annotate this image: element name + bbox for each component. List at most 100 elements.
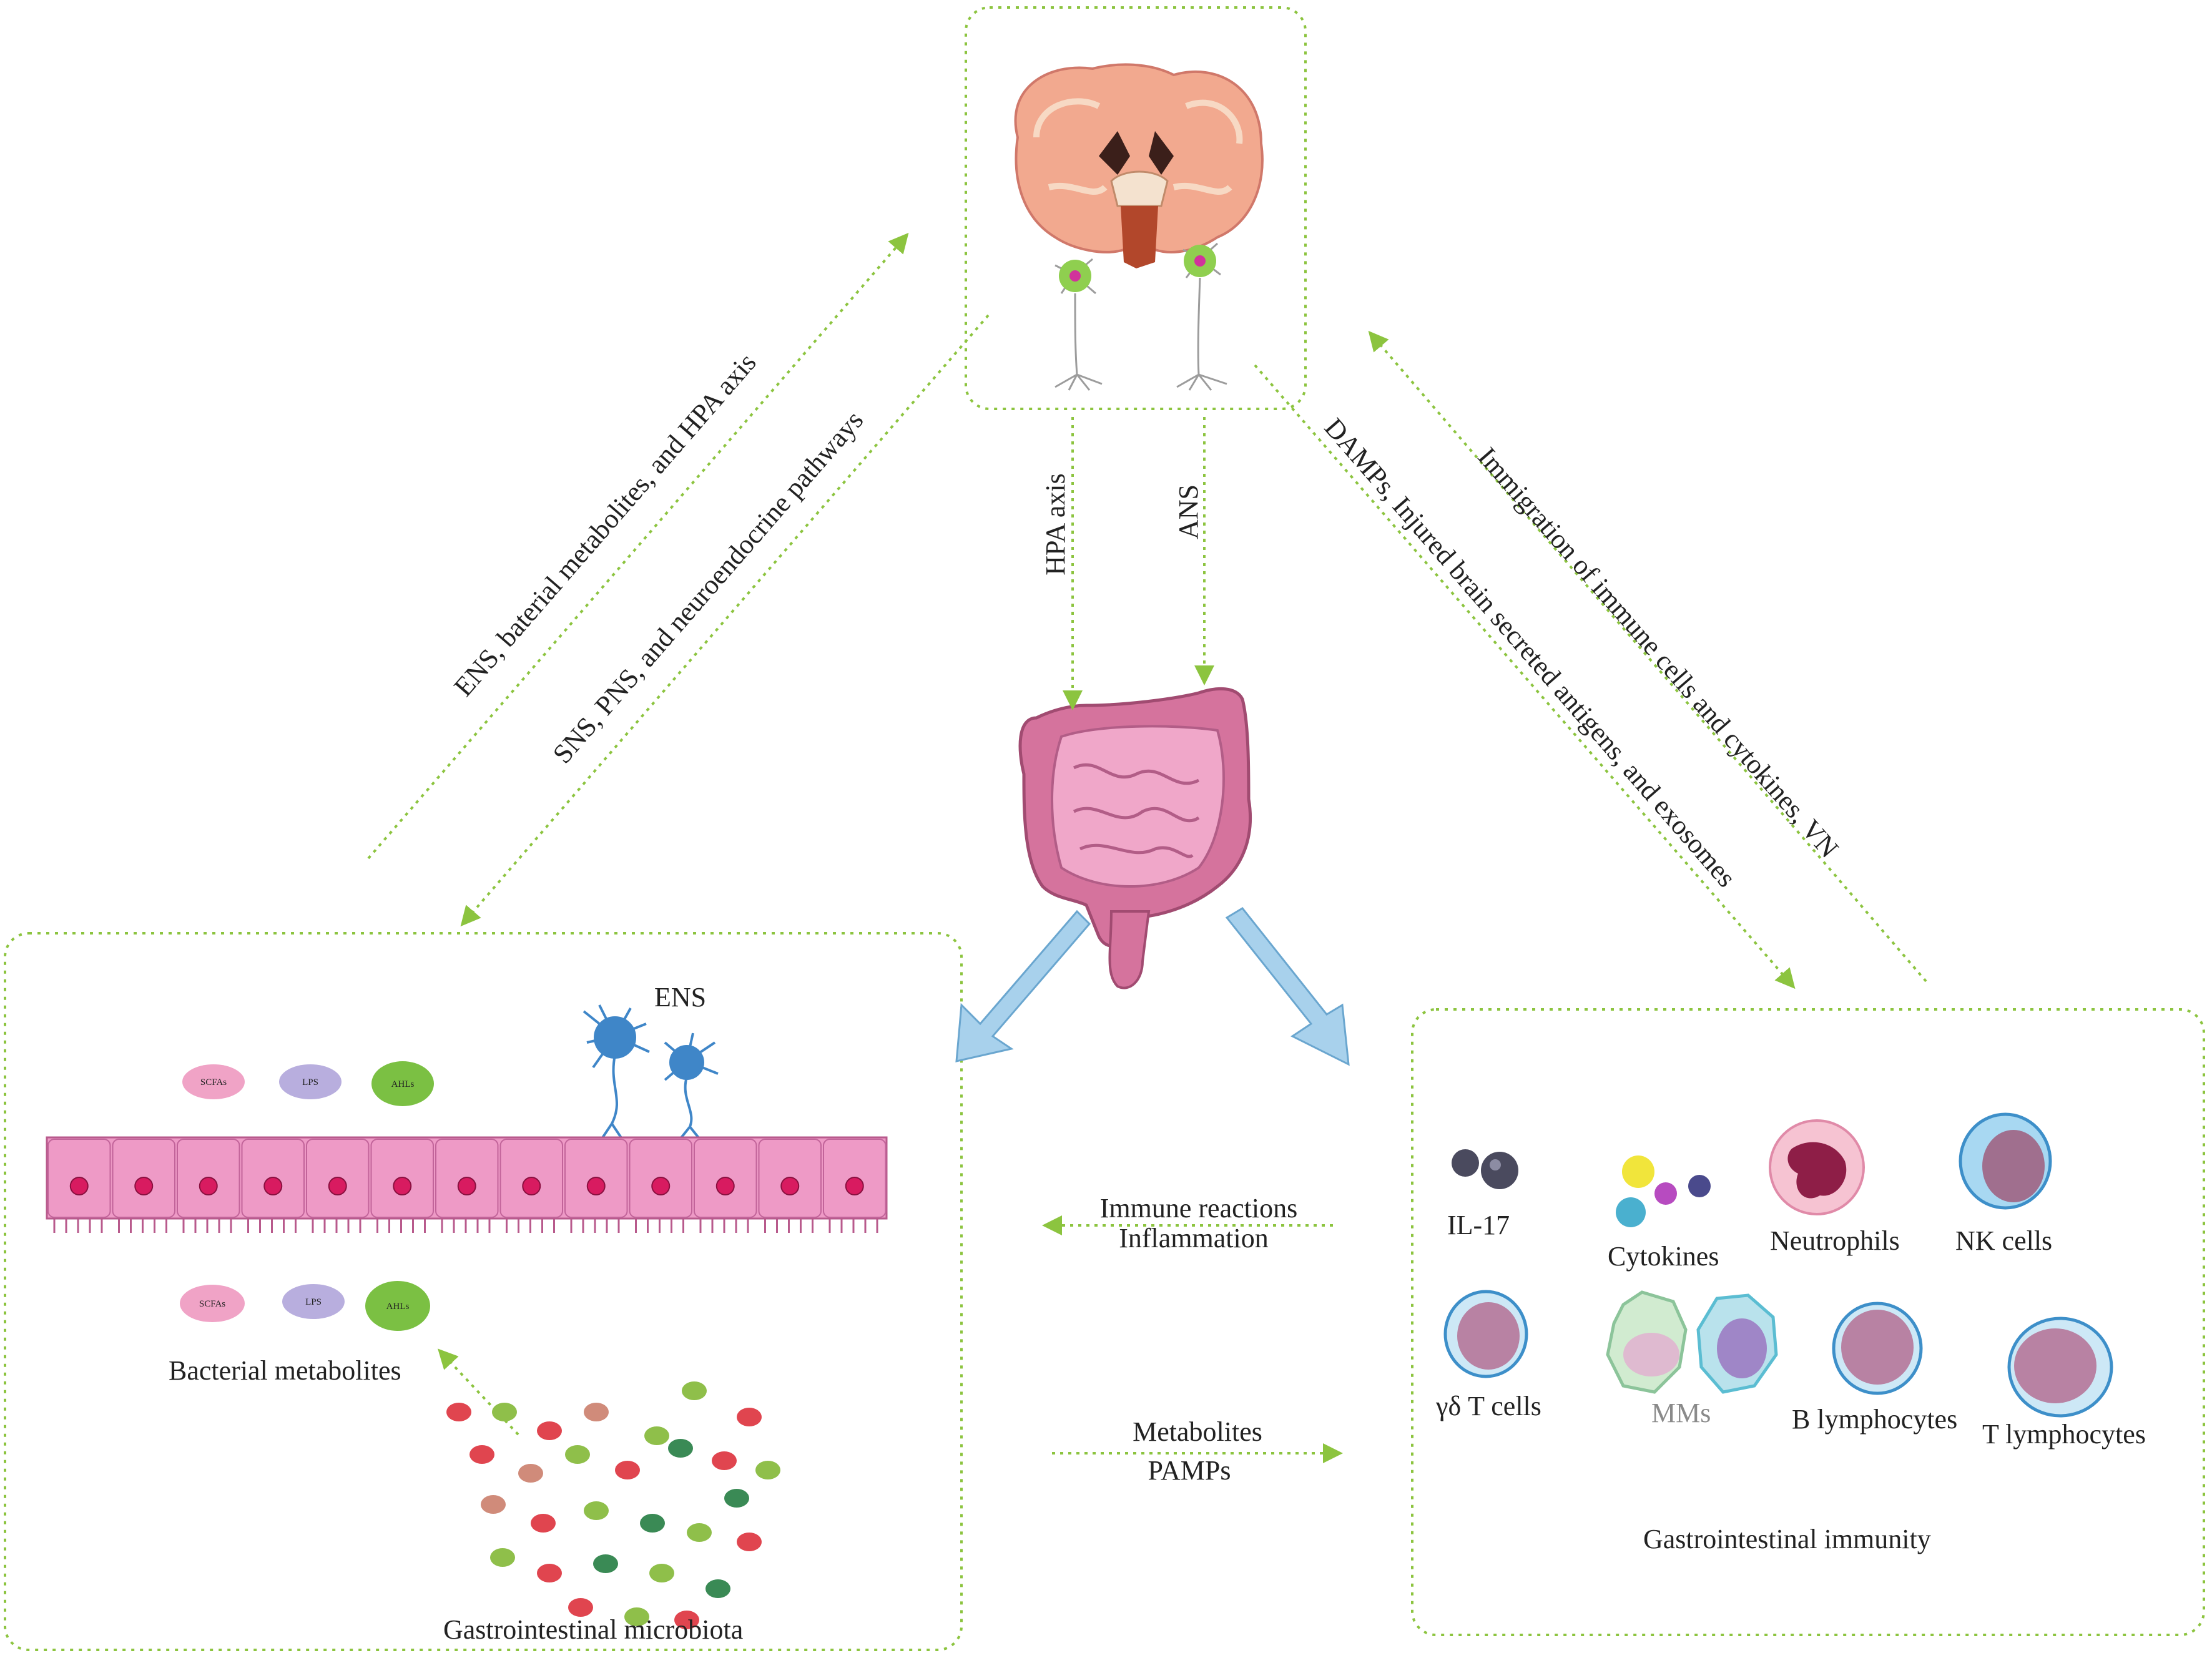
cell-nucleus — [715, 1177, 735, 1195]
label-il17: IL-17 — [1447, 1210, 1510, 1240]
epithelial-cell — [47, 1139, 111, 1218]
ahls-chip-label: AHLs — [391, 1079, 415, 1089]
microbe — [593, 1554, 618, 1573]
label-ens: ENS — [654, 982, 706, 1013]
microbe — [705, 1579, 730, 1598]
microbe — [469, 1445, 494, 1464]
label-immune-reactions: Immune reactions — [1100, 1193, 1297, 1224]
label-ens-to-brain: ENS, baterial metabolites, and HPA axis — [448, 347, 762, 702]
t-lymphocyte-icon — [2007, 1317, 2113, 1418]
epithelial-cell — [112, 1139, 175, 1218]
brain-box — [965, 6, 1307, 410]
cell-nucleus — [522, 1177, 541, 1195]
microbe — [712, 1451, 737, 1470]
scfas-chip-2-label: SCFAs — [199, 1299, 225, 1309]
neutrophil-icon — [1769, 1119, 1865, 1215]
label-cytokines: Cytokines — [1608, 1241, 1719, 1272]
label-neutrophils: Neutrophils — [1770, 1225, 1900, 1256]
microbe — [518, 1464, 543, 1483]
immunity-box — [1411, 1008, 2205, 1636]
label-ans: ANS — [1173, 484, 1204, 539]
microbe — [568, 1598, 593, 1617]
cell-nucleus — [780, 1177, 800, 1195]
label-nk: NK cells — [1955, 1225, 2052, 1256]
gdt-cell-icon — [1443, 1290, 1528, 1378]
neuron-icon-left — [1054, 258, 1103, 391]
label-b: B lymphocytes — [1792, 1404, 1957, 1435]
label-brain-to-gut: SNS, PNS, and neuroendocrine pathways — [547, 405, 869, 770]
microbe — [446, 1403, 471, 1421]
intestine-icon — [1018, 687, 1252, 989]
cell-nucleus — [393, 1177, 412, 1195]
microbe — [615, 1461, 640, 1479]
epithelial-cell — [370, 1139, 434, 1218]
label-t: T lymphocytes — [1982, 1419, 2146, 1450]
microbe — [644, 1426, 669, 1445]
epithelial-cell — [435, 1139, 499, 1218]
lps-chip-2-label: LPS — [305, 1297, 322, 1307]
il17-icon — [1452, 1149, 1518, 1189]
microbe — [687, 1523, 712, 1542]
metabolite-chips-top: SCFAs LPS AHLs — [182, 1061, 434, 1106]
label-gdt: γδ T cells — [1435, 1391, 1541, 1421]
neuron-icon-right — [1176, 242, 1227, 391]
label-pamps: PAMPs — [1148, 1455, 1231, 1486]
epithelial-cell — [694, 1139, 757, 1218]
microbe — [682, 1381, 707, 1400]
epithelial-cell — [306, 1139, 370, 1218]
label-gi-immunity: Gastrointestinal immunity — [1643, 1524, 1931, 1554]
microbe — [537, 1564, 562, 1582]
label-bacterial-metabolites: Bacterial metabolites — [169, 1355, 401, 1386]
scfas-chip — [182, 1064, 245, 1099]
label-inflammation: Inflammation — [1119, 1223, 1269, 1253]
microbiota-box — [4, 932, 963, 1651]
microbe — [755, 1461, 780, 1479]
cell-nucleus — [457, 1177, 476, 1195]
ahls-chip-2-label: AHLs — [386, 1302, 410, 1312]
metabolite-chips-bottom: SCFAs LPS AHLs — [180, 1281, 430, 1331]
lps-chip-label: LPS — [302, 1077, 318, 1087]
label-hpa: HPA axis — [1040, 473, 1071, 575]
label-mms: MMs — [1651, 1398, 1711, 1428]
label-metabolites: Metabolites — [1133, 1416, 1262, 1447]
epithelial-cell-layer — [46, 1136, 888, 1233]
cell-nucleus — [263, 1177, 283, 1195]
flow-arrow-to-microbiota — [955, 910, 1091, 1062]
cell-nucleus — [651, 1177, 671, 1195]
label-microbiota: Gastrointestinal microbiota — [443, 1614, 743, 1645]
nk-cell-icon — [1959, 1112, 2052, 1210]
arrow-immunity-to-brain — [1368, 330, 1927, 983]
microbe — [492, 1403, 517, 1421]
brain-icon — [1014, 63, 1264, 268]
arrow-ens-to-brain — [367, 232, 909, 860]
epithelial-cell — [177, 1139, 240, 1218]
microbe — [481, 1495, 506, 1514]
epithelial-cell — [564, 1139, 628, 1218]
cytokines-icon — [1616, 1155, 1711, 1227]
arrow-brain-to-gut — [460, 314, 990, 927]
mms-icon — [1606, 1290, 1778, 1394]
ens-neuron-icon — [582, 1004, 719, 1144]
microbe — [490, 1548, 515, 1567]
microbe — [674, 1611, 699, 1629]
cell-nucleus — [134, 1177, 154, 1195]
flow-arrow-to-immunity — [1225, 907, 1350, 1066]
arrow-brain-to-immunity — [1254, 364, 1796, 989]
microbe — [584, 1403, 609, 1421]
lps-chip-2 — [282, 1284, 345, 1319]
microbe — [668, 1439, 693, 1458]
lps-chip — [279, 1064, 342, 1099]
epithelial-cell — [823, 1139, 887, 1218]
epithelial-cell — [241, 1139, 305, 1218]
cell-nucleus — [199, 1177, 218, 1195]
microbe — [724, 1489, 749, 1508]
scfas-chip-label: SCFAs — [200, 1077, 227, 1087]
microbe — [565, 1445, 590, 1464]
microbe — [537, 1421, 562, 1440]
epithelial-cell — [499, 1139, 563, 1218]
cell-nucleus — [69, 1177, 89, 1195]
microbe — [584, 1501, 609, 1520]
scfas-chip-2 — [180, 1285, 245, 1322]
